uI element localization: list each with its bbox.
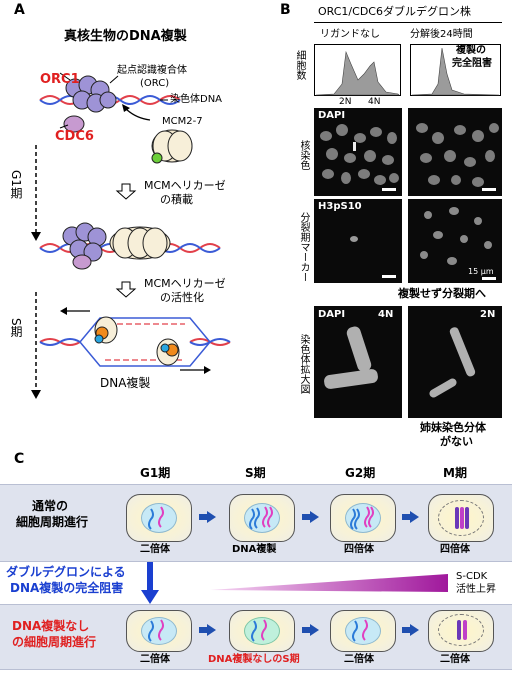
orc-description: 起点認識複合体 xyxy=(117,65,187,76)
nuclear-stain-label: 核染色 xyxy=(298,140,309,170)
s-phase-label: S期 xyxy=(9,318,23,338)
scale-bar-2 xyxy=(482,188,496,191)
down-arrow-loading xyxy=(115,183,137,200)
mcm-double-hexamer xyxy=(109,226,171,260)
orc-complex xyxy=(65,75,117,113)
activation-line1: MCMヘリカーゼ xyxy=(144,277,226,290)
phase-s: S期 xyxy=(245,466,266,480)
chromosome-zoom-control: DAPI 4N xyxy=(314,306,402,418)
panel-c-letter: C xyxy=(14,451,25,467)
tick-4n: 4N xyxy=(368,97,381,107)
degron-down-arrow xyxy=(141,562,159,604)
block-line2: 完全阻害 xyxy=(452,58,492,69)
degron-line1: ダブルデグロンによる xyxy=(6,565,126,579)
strain-underline xyxy=(314,22,502,23)
phase-m: M期 xyxy=(443,466,467,480)
h3ps10-micrograph-degron: 15 μm xyxy=(408,199,502,283)
arrow-g2-m xyxy=(410,511,419,523)
cell-normal-g2 xyxy=(330,494,396,542)
scdk-gradient xyxy=(210,574,448,592)
arrow-g1-s xyxy=(207,511,216,523)
chromosome-dna-label: 染色体DNA xyxy=(170,94,223,105)
normal-cell-g2-label: 四倍体 xyxy=(344,544,374,555)
dapi-micrograph-control: DAPI xyxy=(314,108,402,196)
label-2n: 2N xyxy=(480,309,496,320)
normal-cell-m-label: 四倍体 xyxy=(440,544,470,555)
arrow-norep-g1-s xyxy=(207,624,216,636)
panel-a-title: 真核生物のDNA複製 xyxy=(64,29,187,44)
arrow-norep-g2-m xyxy=(410,624,419,636)
mcm-label: MCM2-7 xyxy=(162,116,203,127)
orc-complex-loaded xyxy=(62,222,107,270)
cdc6-label: CDC6 xyxy=(55,129,94,144)
norep-line2: の細胞周期進行 xyxy=(12,635,97,649)
dapi-label: DAPI xyxy=(318,110,346,121)
degron-line2: DNA複製の完全阻害 xyxy=(10,581,124,595)
phase-g2: G2期 xyxy=(345,466,376,480)
scale-text: 15 μm xyxy=(468,267,494,276)
dapi-label-2: DAPI xyxy=(318,309,346,320)
scdk-line2: 活性上昇 xyxy=(456,584,496,595)
h3ps10-label: H3pS10 xyxy=(318,201,362,212)
label-4n: 4N xyxy=(378,309,394,320)
strain-label: ORC1/CDC6ダブルデグロン株 xyxy=(318,5,471,18)
g1-phase-label: G1期 xyxy=(9,170,23,199)
phase-g1: G1期 xyxy=(140,466,171,480)
orc1-label: ORC1 xyxy=(40,72,80,87)
scale-bar xyxy=(382,188,396,191)
hist-ylabel: 細胞数 xyxy=(294,50,305,80)
activation-line2: の活性化 xyxy=(160,291,204,304)
chromosome-zoom-degron: 2N xyxy=(408,306,502,418)
loading-line1: MCMヘリカーゼ xyxy=(144,179,226,192)
cell-normal-g1 xyxy=(126,494,192,542)
arrow-s-g2 xyxy=(310,511,319,523)
norep-cell-g1-label: 二倍体 xyxy=(140,654,170,665)
down-arrow-activation xyxy=(115,281,137,298)
norep-cell-g2-label: 二倍体 xyxy=(344,654,374,665)
col-24h-after-degradation: 分解後24時間 xyxy=(410,29,473,40)
norep-line1: DNA複製なし xyxy=(12,619,90,633)
scale-bar-3 xyxy=(382,275,396,278)
arrow-norep-s-g2 xyxy=(310,624,319,636)
dna-replication-label: DNA複製 xyxy=(100,376,151,390)
replication-bubble xyxy=(39,316,231,367)
mcm-ring xyxy=(151,129,193,164)
h3ps10-micrograph-control: H3pS10 xyxy=(314,199,402,283)
cell-norep-g1 xyxy=(126,610,192,652)
panel-b-letter: B xyxy=(280,2,291,18)
normal-line2: 細胞周期進行 xyxy=(16,515,89,529)
col-no-ligand: リガンドなし xyxy=(320,29,380,40)
cdc6-protein xyxy=(63,115,85,133)
scdk-line1: S-CDK xyxy=(456,571,488,582)
normal-cell-g1-label: 二倍体 xyxy=(140,544,170,555)
orc-abbreviation: (ORC) xyxy=(140,78,170,89)
cell-norep-g2 xyxy=(330,610,396,652)
tick-2n: 2N xyxy=(339,97,352,107)
cell-norep-s xyxy=(229,610,295,652)
panel-a-diagram xyxy=(31,72,231,399)
mitotic-marker-label: 分裂期マーカー xyxy=(298,212,309,282)
scale-bar-4 xyxy=(482,277,496,280)
norep-cell-s-label: DNA複製なしのS期 xyxy=(208,654,300,665)
normal-line1: 通常の xyxy=(32,499,69,513)
cell-normal-m xyxy=(428,494,494,542)
cell-normal-s xyxy=(229,494,295,542)
no-sister-line1: 姉妹染色分体 xyxy=(420,421,486,434)
norep-cell-m-label: 二倍体 xyxy=(440,654,470,665)
dapi-micrograph-degron xyxy=(408,108,502,196)
normal-cell-s-label: DNA複製 xyxy=(232,544,277,555)
panel-a-letter: A xyxy=(14,2,25,18)
no-sister-line2: がない xyxy=(440,435,473,448)
block-line1: 複製の xyxy=(456,45,486,56)
cell-norep-m xyxy=(428,610,494,652)
flow-histograms xyxy=(314,44,501,96)
chromosome-zoom-label: 染色体拡大図 xyxy=(298,334,309,394)
loading-line2: の積載 xyxy=(160,193,193,206)
mitosis-without-replication: 複製せず分裂期へ xyxy=(398,287,486,300)
